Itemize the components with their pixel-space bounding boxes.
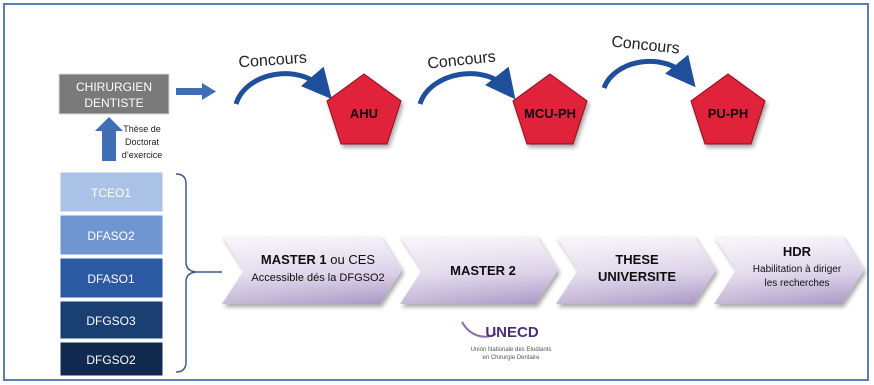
position-pu-ph: PU-PH xyxy=(690,73,766,145)
chevron-these-line2: UNIVERSITE xyxy=(598,269,676,284)
position-mcu-ph-label: MCU-PH xyxy=(524,106,576,121)
chevron-master1-bold: MASTER 1 xyxy=(261,252,327,267)
start-line1: CHIRURGIEN xyxy=(76,80,152,94)
concours-arrow-1: Concours xyxy=(233,50,332,105)
year-list: TCEO1 DFASO2 DFASO1 DFGSO3 DFGSO2 xyxy=(59,171,164,377)
position-mcu-ph: MCU-PH xyxy=(512,73,588,145)
thesis-label-line3: d’exercice xyxy=(122,150,163,160)
start-box: CHIRURGIEN DENTISTE xyxy=(58,73,170,115)
logo-sub1: Union Nationale des Etudiants xyxy=(471,347,552,353)
logo-name: UNECD xyxy=(485,324,539,341)
chevron-hdr-line3: les recherches xyxy=(764,278,829,289)
chevron-hdr: HDR Habilitation à diriger les recherche… xyxy=(714,236,864,304)
year-box: DFGSO3 xyxy=(59,300,164,340)
logo-swoosh-icon xyxy=(461,321,497,338)
year-brace xyxy=(175,173,199,373)
chevron-these: THESE UNIVERSITE xyxy=(556,236,716,304)
chevron-these-line1: THESE xyxy=(615,252,659,267)
chevron-hdr-line2: Habilitation à diriger xyxy=(753,264,842,275)
logo-sub2: en Chirurgie Dentaire xyxy=(482,355,540,361)
year-box: DFASO1 xyxy=(59,257,164,299)
year-label: DFASO2 xyxy=(87,229,135,243)
year-label: DFASO1 xyxy=(87,272,135,286)
diagram-frame xyxy=(3,3,869,381)
concours-label-2: Concours xyxy=(427,48,497,72)
chevron-master2: MASTER 2 xyxy=(400,236,558,304)
concours-label-1: Concours xyxy=(238,50,308,72)
chevron-hdr-line1: HDR xyxy=(783,244,812,259)
year-label: DFGSO3 xyxy=(86,314,136,328)
year-label: TCEO1 xyxy=(91,186,131,200)
concours-label-3: Concours xyxy=(611,33,681,57)
start-arrow xyxy=(176,83,216,100)
concours-arrow-3: Concours xyxy=(601,33,696,90)
chevron-master1-line2: Accessible dés la DFGSO2 xyxy=(251,272,384,284)
chevron-master2-label: MASTER 2 xyxy=(450,263,516,278)
position-ahu-label: AHU xyxy=(350,106,378,121)
concours-arrow-2: Concours xyxy=(417,48,516,105)
chevron-master1-rest: ou CES xyxy=(327,252,376,267)
year-label: DFGSO2 xyxy=(86,353,136,367)
chevron-master1: MASTER 1 ou CES Accessible dés la DFGSO2 xyxy=(222,236,402,304)
thesis-label-line2: Doctorat xyxy=(125,137,160,147)
thesis-up-arrow xyxy=(95,117,123,161)
year-box: DFASO2 xyxy=(59,214,164,256)
thesis-label-line1: Thèse de xyxy=(123,124,161,134)
position-pu-ph-label: PU-PH xyxy=(708,106,748,121)
unecd-logo: UNECD Union Nationale des Etudiants en C… xyxy=(461,321,552,361)
chevron-master1-line1: MASTER 1 ou CES xyxy=(261,252,375,267)
position-ahu: AHU xyxy=(326,73,402,145)
year-box: TCEO1 xyxy=(59,171,164,213)
year-box: DFGSO2 xyxy=(59,341,164,377)
start-line2: DENTISTE xyxy=(84,96,143,110)
